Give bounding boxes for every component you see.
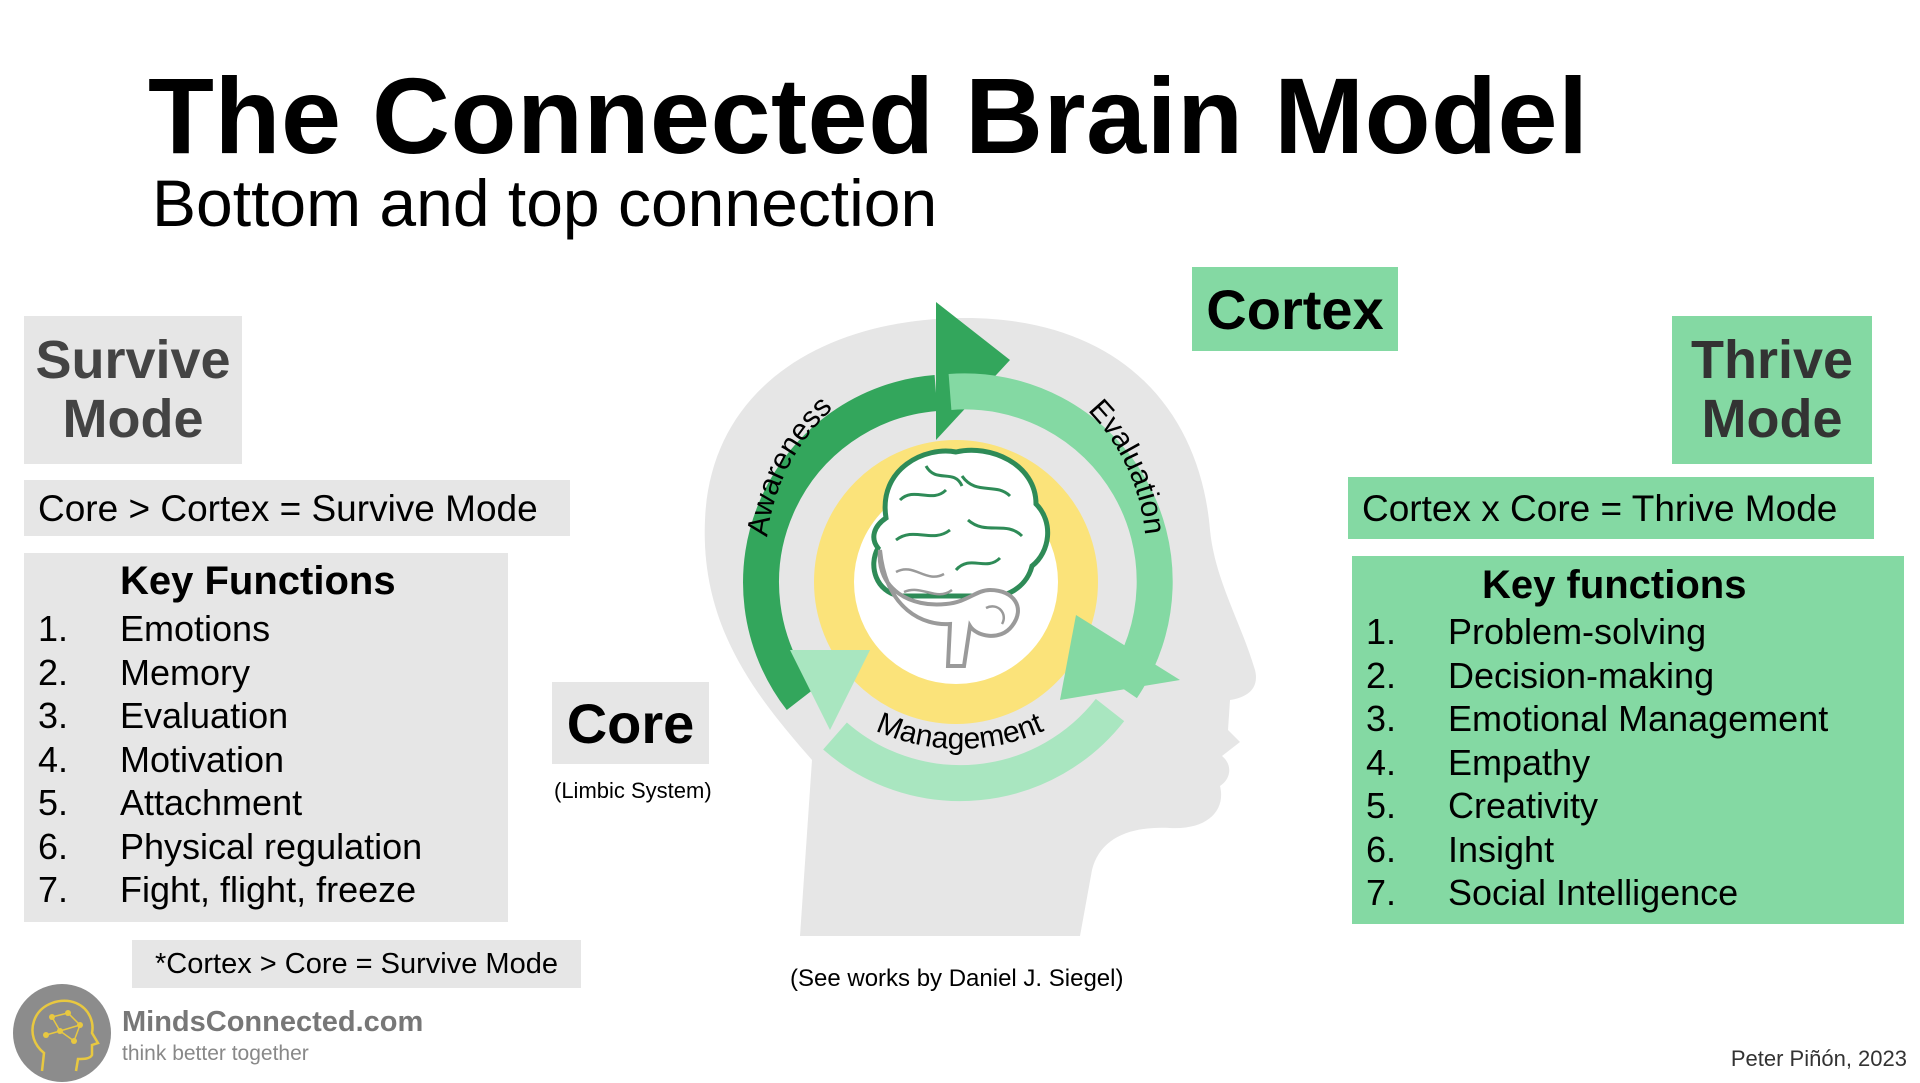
survive-formula: Core > Cortex = Survive Mode [24,480,570,536]
list-item: 2. Memory [38,651,422,695]
item-number: 3. [38,695,69,736]
item-number: 3. [1366,698,1397,739]
item-number: 5. [38,782,69,823]
survive-footnote: *Cortex > Core = Survive Mode [132,940,581,988]
item-text: Social Intelligence [1448,872,1739,913]
list-item: 1. Problem-solving [1366,610,1828,654]
item-text: Physical regulation [120,825,423,867]
survive-functions-list: 1. Emotions 2. Memory 3. Evaluation 4. Motiv… [38,607,422,912]
list-item: 6. Insight [1366,828,1828,872]
thrive-functions-heading: Key functions [1482,563,1747,607]
item-text: Fight, flight, freeze [120,869,417,910]
list-item: 7. Social Intelligence [1366,871,1828,915]
item-number: 4. [38,738,69,780]
thrive-functions-list: 1. Problem-solving 2. Decision-making 3. Em… [1366,610,1828,915]
list-item: 1. Emotions [38,607,422,651]
cortex-label: Cortex [1192,267,1398,351]
survive-functions-box: Key Functions 1. Emotions 2. Memory 3. Eval… [24,553,508,922]
survive-mode-line2: Mode [62,389,204,449]
survive-mode-label: Survive Mode [24,316,242,464]
list-item: 5. Creativity [1366,784,1828,828]
brain-cycle-diagram: Awareness Evaluation Management [704,302,1256,937]
item-number: 6. [1366,828,1397,870]
list-item: 7. Fight, flight, freeze [38,868,422,912]
reference-note: (See works by Daniel J. Siegel) [790,965,1124,992]
item-text: Creativity [1448,785,1599,826]
thrive-mode-line1: Thrive [1690,329,1854,390]
survive-mode-line1: Survive [35,329,231,390]
item-number: 1. [38,608,69,649]
author-credit: Peter Piñón, 2023 [1730,1046,1907,1071]
list-item: 3. Evaluation [38,694,422,738]
core-sublabel: (Limbic System) [554,778,712,803]
item-text: Motivation [120,738,285,780]
item-text: Attachment [120,782,303,823]
evaluation-arc [948,373,1173,699]
management-arrowhead [790,650,870,730]
brain-icon [871,447,1051,668]
evaluation-arrowhead [1060,615,1180,700]
item-number: 5. [1366,785,1397,826]
item-text: Insight [1448,828,1555,870]
thrive-mode-label: Thrive Mode [1672,316,1872,464]
list-item: 6. Physical regulation [38,825,422,869]
item-text: Memory [120,651,251,693]
thrive-formula: Cortex x Core = Thrive Mode [1348,477,1874,539]
item-number: 4. [1366,741,1397,783]
item-text: Emotional Management [1448,698,1829,739]
core-label: Core [552,682,709,764]
item-text: Problem-solving [1448,611,1707,652]
item-text: Decision-making [1448,654,1715,696]
item-number: 2. [38,651,69,693]
page-subtitle: Bottom and top connection [152,166,938,240]
list-item: 2. Decision-making [1366,654,1828,698]
thrive-mode-line2: Mode [1701,389,1843,449]
item-text: Empathy [1448,741,1591,783]
mindsconnected-logo-icon [13,984,111,1082]
thrive-functions-box: Key functions 1. Problem-solving 2. Decisi… [1352,556,1904,924]
list-item: 3. Emotional Management [1366,697,1828,741]
item-number: 7. [38,869,69,910]
item-number: 1. [1366,611,1397,652]
management-arc [823,698,1125,802]
list-item: 4. Motivation [38,738,422,782]
item-number: 2. [1366,654,1397,696]
list-item: 4. Empathy [1366,741,1828,785]
awareness-arc [743,375,938,711]
survive-functions-heading: Key Functions [120,559,396,603]
brand-name: MindsConnected.com [122,1006,424,1038]
item-text: Emotions [120,608,271,649]
page-title: The Connected Brain Model [148,55,1589,176]
item-number: 7. [1366,872,1397,913]
list-item: 5. Attachment [38,781,422,825]
brand-tagline: think better together [122,1042,309,1065]
item-number: 6. [38,825,69,867]
item-text: Evaluation [120,695,289,736]
